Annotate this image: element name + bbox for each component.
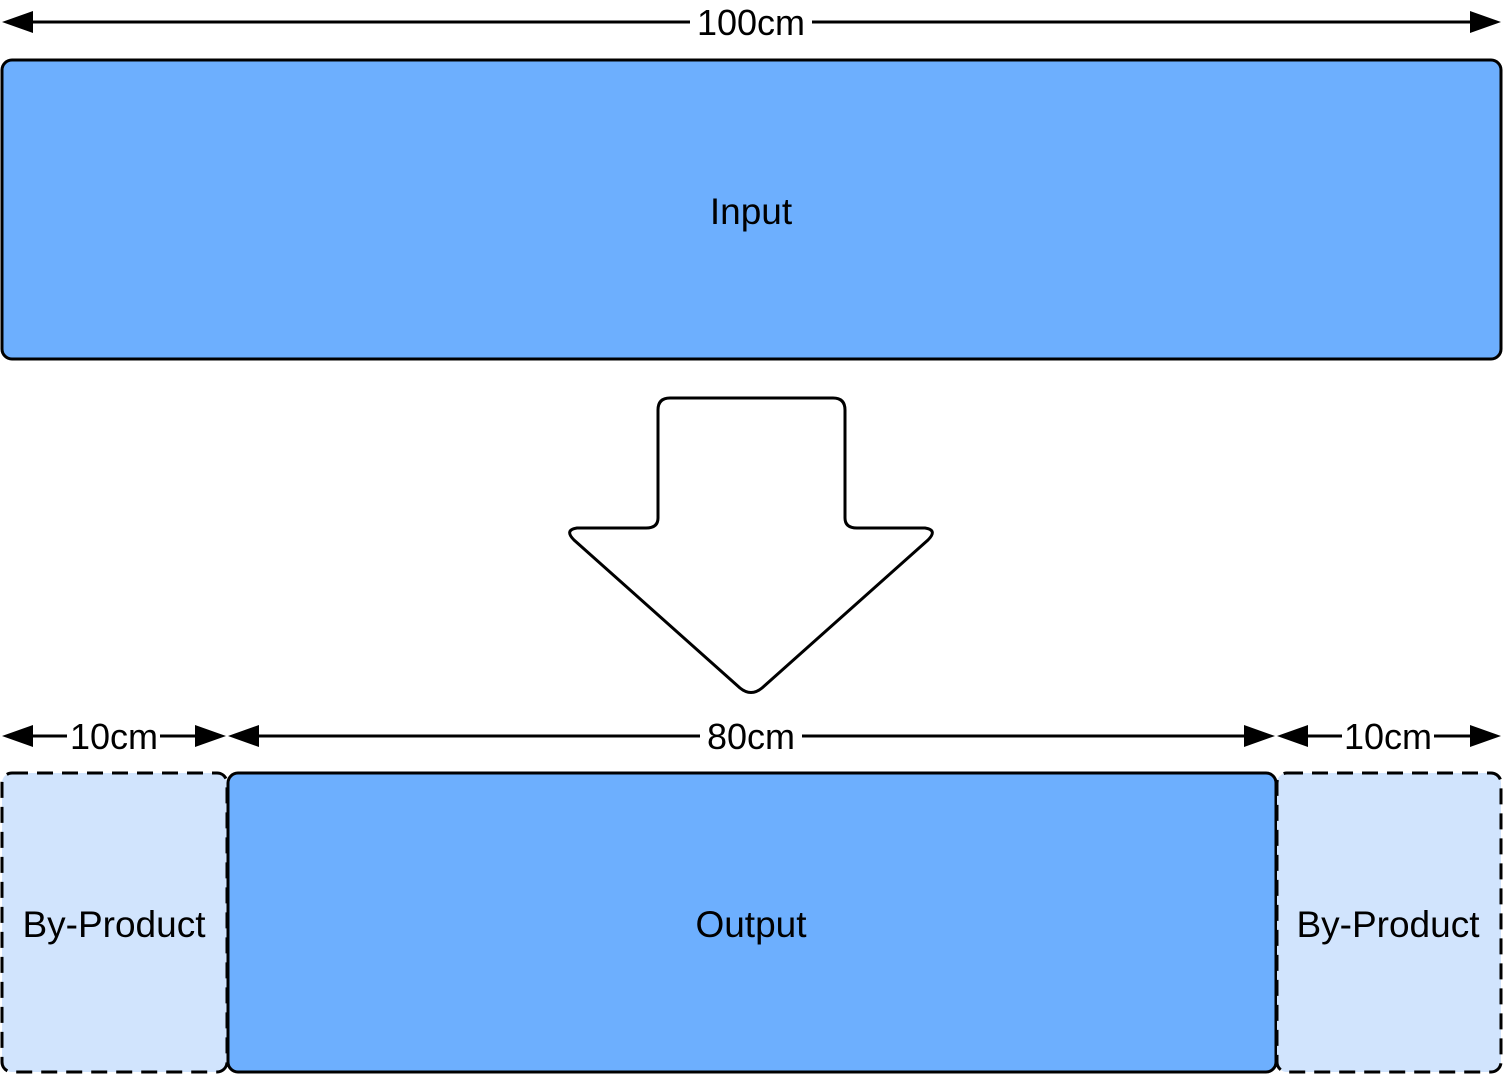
arrowhead-left-icon <box>2 725 33 747</box>
dimension-label-total: 100cm <box>697 2 805 43</box>
arrowhead-left-icon <box>228 725 259 747</box>
arrowhead-right-icon <box>195 725 226 747</box>
left-byproduct-box: By-Product <box>0 771 229 1074</box>
dimension-label-right-byproduct: 10cm <box>1344 716 1432 757</box>
down-arrow-icon <box>568 396 934 694</box>
output-box: Output <box>226 771 1278 1074</box>
dimension-label-left-byproduct: 10cm <box>70 716 158 757</box>
arrowhead-left-icon <box>1277 725 1308 747</box>
dimension-output: 80cm <box>228 716 1275 757</box>
input-box: Input <box>0 58 1503 361</box>
arrowhead-left-icon <box>2 11 33 33</box>
right-byproduct-box: By-Product <box>1275 771 1503 1074</box>
right-byproduct-label: By-Product <box>1296 904 1480 945</box>
input-box-shape <box>0 58 1503 361</box>
arrowhead-right-icon <box>1244 725 1275 747</box>
output-box-shape <box>226 771 1278 1074</box>
dimension-left-byproduct: 10cm <box>2 716 226 757</box>
left-byproduct-label: By-Product <box>22 904 206 945</box>
dimension-right-byproduct: 10cm <box>1277 716 1501 757</box>
dimension-total: 100cm <box>2 2 1501 43</box>
input-label: Input <box>710 191 793 232</box>
output-label: Output <box>695 904 807 945</box>
arrowhead-right-icon <box>1470 11 1501 33</box>
dimension-label-output: 80cm <box>707 716 795 757</box>
right-byproduct-box-shape <box>1275 771 1503 1074</box>
arrowhead-right-icon <box>1470 725 1501 747</box>
